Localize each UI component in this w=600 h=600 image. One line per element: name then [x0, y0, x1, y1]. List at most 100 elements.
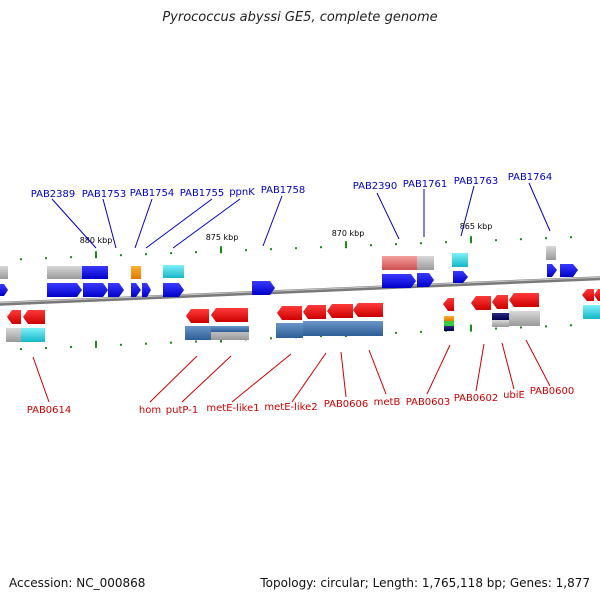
blast-hit[interactable] — [303, 321, 383, 336]
gene-arrow-forward[interactable] — [47, 283, 82, 297]
gene-arrow-reverse[interactable] — [353, 303, 383, 317]
gene-label-PAB1763[interactable]: PAB1763 — [454, 176, 499, 187]
gene-arrow-reverse[interactable] — [277, 306, 302, 320]
scale-tick — [195, 251, 197, 254]
scale-tick — [495, 239, 497, 242]
genome-backbone — [0, 276, 600, 306]
blast-hit[interactable] — [444, 326, 454, 331]
blast-hit[interactable] — [6, 328, 21, 342]
gene-arrow-reverse[interactable] — [23, 310, 45, 324]
reverse-features — [6, 289, 600, 342]
callout-lines-bottom — [32, 339, 551, 403]
gene-arrow-forward[interactable] — [252, 281, 275, 295]
scale-tick — [570, 236, 572, 239]
gene-label-metE-like1[interactable]: metE-like1 — [206, 403, 259, 414]
blast-hit[interactable] — [509, 311, 540, 326]
blast-hit[interactable] — [276, 323, 303, 338]
gene-arrow-reverse[interactable] — [443, 298, 454, 311]
blast-hit[interactable] — [131, 266, 141, 279]
gene-arrow-reverse[interactable] — [582, 289, 594, 301]
gene-arrow-reverse[interactable] — [492, 295, 508, 309]
gene-label-PAB1754[interactable]: PAB1754 — [130, 188, 175, 199]
scale-tick — [470, 236, 472, 244]
blast-hit[interactable] — [444, 321, 454, 326]
blast-hit[interactable] — [452, 253, 468, 267]
scale-tick — [395, 331, 397, 334]
blast-hit[interactable] — [382, 256, 417, 270]
blast-hit[interactable] — [82, 266, 108, 279]
scale-tick — [520, 326, 522, 329]
gene-arrow-reverse[interactable] — [594, 289, 600, 301]
blast-hit[interactable] — [185, 326, 211, 340]
blast-hit[interactable] — [444, 316, 454, 321]
gene-label-PAB0603[interactable]: PAB0603 — [406, 397, 451, 408]
gene-arrow-reverse[interactable] — [509, 293, 539, 307]
gene-arrow-reverse[interactable] — [186, 309, 209, 323]
gene-label-PAB2390[interactable]: PAB2390 — [353, 181, 398, 192]
blast-hit[interactable] — [546, 246, 556, 260]
gene-arrow-reverse[interactable] — [327, 304, 353, 318]
gene-arrow-forward[interactable] — [83, 283, 108, 297]
gene-arrow-reverse[interactable] — [7, 310, 21, 324]
scale-tick — [220, 246, 222, 254]
scale-tick — [395, 243, 397, 246]
gene-label-PAB0600[interactable]: PAB0600 — [530, 386, 575, 397]
gene-label-putP-1[interactable]: putP-1 — [166, 405, 198, 416]
gene-arrow-forward[interactable] — [417, 273, 434, 287]
blast-hit[interactable] — [417, 256, 434, 270]
blast-hit[interactable] — [492, 313, 509, 320]
gene-label-ppnK[interactable]: ppnK — [229, 187, 255, 198]
scale-tick — [345, 241, 347, 249]
gene-label-PAB0614[interactable]: PAB0614 — [27, 405, 72, 416]
accession-text: Accession: NC_000868 — [9, 576, 146, 590]
gene-arrow-reverse[interactable] — [211, 308, 248, 322]
gene-label-PAB1761[interactable]: PAB1761 — [403, 179, 448, 190]
gene-arrow-reverse[interactable] — [471, 296, 491, 310]
gene-label-PAB1753[interactable]: PAB1753 — [82, 189, 127, 200]
gene-label-PAB0602[interactable]: PAB0602 — [454, 393, 499, 404]
gene-arrow-forward[interactable] — [0, 284, 8, 296]
tick-label-870: 870 kbp — [332, 229, 365, 238]
gene-arrow-forward[interactable] — [163, 283, 184, 297]
gene-label-hom[interactable]: hom — [139, 405, 161, 416]
blast-hit[interactable] — [583, 305, 600, 319]
scale-tick — [295, 247, 297, 250]
blast-hit[interactable] — [163, 265, 184, 278]
scale-tick — [170, 252, 172, 255]
gene-label-metB[interactable]: metB — [374, 397, 401, 408]
gene-label-PAB2389[interactable]: PAB2389 — [31, 189, 76, 200]
gene-label-PAB1755[interactable]: PAB1755 — [180, 188, 225, 199]
gene-arrow-forward[interactable] — [453, 271, 468, 283]
gene-arrow-forward[interactable] — [142, 283, 151, 297]
scale-tick — [420, 330, 422, 333]
gene-label-metE-like2[interactable]: metE-like2 — [264, 402, 317, 413]
gene-label-PAB1758[interactable]: PAB1758 — [261, 185, 306, 196]
scale-tick — [270, 337, 272, 340]
scale-tick — [320, 246, 322, 249]
gene-arrow-forward[interactable] — [382, 274, 416, 288]
gene-arrow-forward[interactable] — [547, 264, 557, 277]
gene-arrow-forward[interactable] — [108, 283, 124, 297]
scale-tick — [120, 254, 122, 257]
forward-features — [0, 246, 578, 297]
blast-hit[interactable] — [0, 266, 8, 279]
blast-hit[interactable] — [47, 266, 82, 279]
genome-info-text: Topology: circular; Length: 1,765,118 bp… — [260, 576, 590, 590]
gene-arrow-forward[interactable] — [131, 283, 141, 297]
gene-label-PAB0606[interactable]: PAB0606 — [324, 399, 369, 410]
scale-tick — [170, 341, 172, 344]
gene-arrow-forward[interactable] — [560, 264, 578, 277]
map-title: Pyrococcus abyssi GE5, complete genome — [162, 10, 438, 25]
gene-label-ubiE[interactable]: ubiE — [503, 390, 525, 401]
gene-label-PAB1764[interactable]: PAB1764 — [508, 172, 553, 183]
scale-tick — [45, 257, 47, 260]
gene-arrow-reverse[interactable] — [303, 305, 326, 319]
scale-tick — [370, 244, 372, 247]
scale-tick — [70, 256, 72, 259]
blast-hit[interactable] — [492, 320, 509, 327]
scale-tick — [570, 324, 572, 327]
scale-tick — [245, 249, 247, 252]
blast-hit[interactable] — [21, 328, 45, 342]
tick-label-875: 875 kbp — [206, 233, 239, 242]
